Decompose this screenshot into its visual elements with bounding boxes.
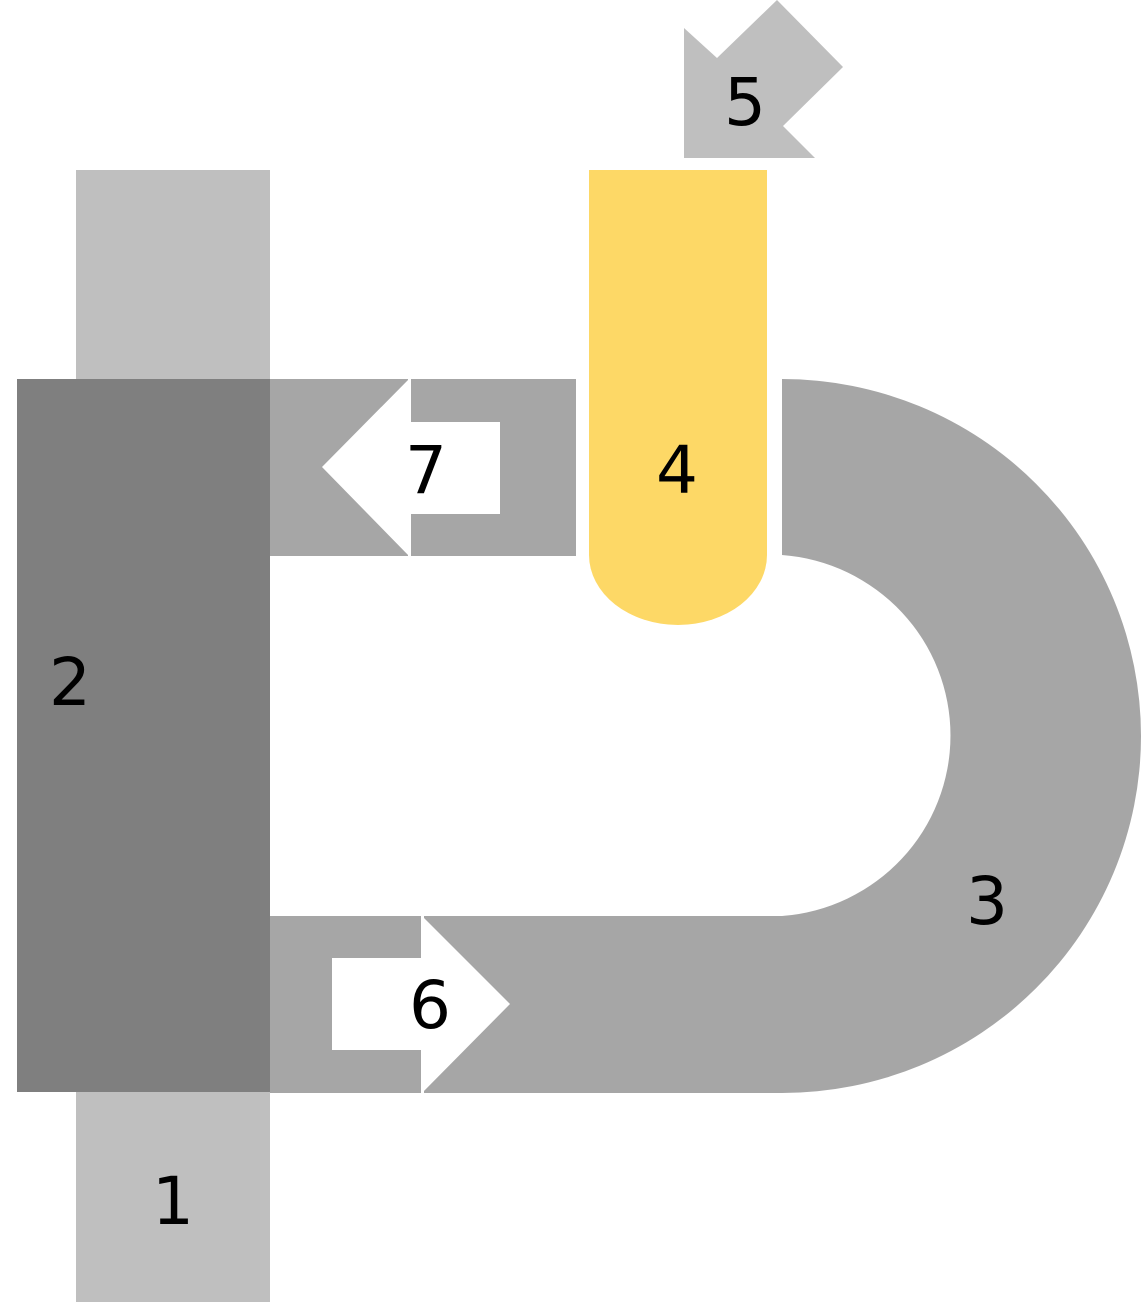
part-3-curved-channel — [782, 379, 1141, 1093]
label-part-2: 2 — [49, 644, 91, 721]
label-part-3: 3 — [966, 863, 1008, 940]
label-part-5: 5 — [724, 64, 766, 141]
part-7-arrow — [322, 379, 500, 556]
label-part-6: 6 — [409, 967, 451, 1044]
label-part-7: 7 — [405, 432, 447, 509]
part-5-arrow — [684, 0, 843, 158]
label-part-1: 1 — [152, 1163, 194, 1240]
part-4-tube — [589, 170, 767, 625]
part-2-block — [17, 379, 270, 1092]
label-part-4: 4 — [656, 432, 698, 509]
part-6-arrow — [332, 916, 510, 1093]
